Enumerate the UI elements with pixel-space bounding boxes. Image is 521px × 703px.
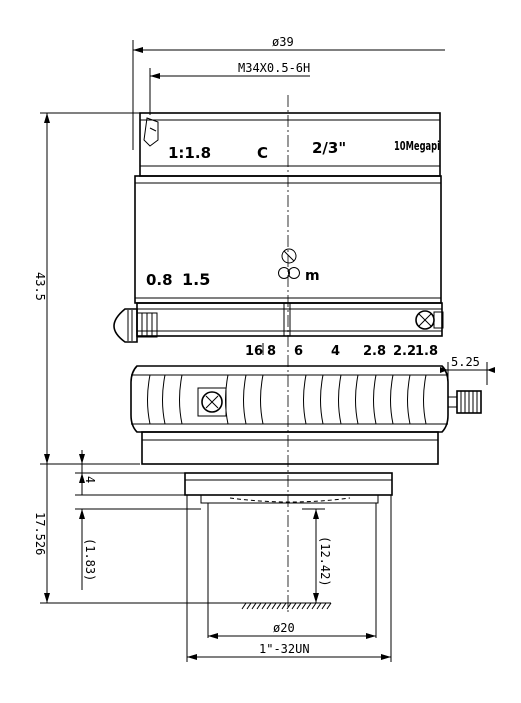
outer-diameter-label: ø39 <box>272 35 294 49</box>
infinity-symbol <box>278 248 300 279</box>
rear-protrusion-label: (1.83) <box>83 538 97 581</box>
dimension-rear-protrusion: (1.83) <box>75 494 201 590</box>
focus-unit-marking: m <box>305 268 320 284</box>
right-screw-icon <box>415 310 444 330</box>
flange-focal-label: 17.526 <box>33 512 47 555</box>
aperture-marking: 1:1.8 <box>168 144 211 162</box>
dimension-c-mount-thread: 1"-32UN <box>187 642 391 660</box>
left-thumbscrew-icon <box>113 308 158 343</box>
dimension-mount-thread: M34X0.5-6H <box>149 61 310 115</box>
side-thumbscrew-icon <box>447 390 482 414</box>
mount-marking: C <box>257 144 268 162</box>
ring-screw-icon <box>197 387 227 417</box>
dimension-flange-step: 4 <box>40 450 185 495</box>
c-mount-thread-label: 1"-32UN <box>259 642 310 656</box>
image-plane-hatch <box>241 602 332 610</box>
f-stop-2-2: 2.2 <box>393 344 416 359</box>
f-stop-6: 6 <box>294 344 303 359</box>
image-distance-label: (12.42) <box>318 536 332 587</box>
f-stop-1-8: 1.8 <box>415 344 438 359</box>
sensor-format-marking: 2/3" <box>312 139 346 157</box>
f-stop-16: 16 <box>245 344 263 359</box>
screw-protrusion-label: 5.25 <box>451 355 480 369</box>
c-mount-flange <box>184 472 393 504</box>
dimension-screw-protrusion: 5.25 <box>440 355 495 385</box>
rear-tube <box>186 495 392 662</box>
total-length-label: 43.5 <box>33 272 47 301</box>
focus-near-marking: 0.8 <box>146 271 173 289</box>
f-stop-8: 8 <box>267 344 276 359</box>
dimension-flange-focal: 17.526 <box>33 464 244 604</box>
rear-body <box>141 431 439 465</box>
aperture-ring <box>136 302 443 337</box>
flange-step-label: 4 <box>83 476 97 483</box>
knurled-ring <box>130 365 449 433</box>
dimension-outer-diameter: ø39 <box>132 35 445 150</box>
dimension-rear-diameter: ø20 <box>208 621 376 639</box>
f-stop-2-8: 2.8 <box>363 344 386 359</box>
focus-mid-marking: 1.5 <box>182 270 210 289</box>
f-stop-scale: 16 8 6 4 2.8 2.2 1.8 <box>245 343 438 359</box>
rear-diameter-label: ø20 <box>273 621 295 635</box>
dimension-total-length: 43.5 <box>33 112 140 464</box>
resolution-marking: 10Megapi <box>394 139 440 153</box>
f-stop-4: 4 <box>331 344 340 359</box>
mount-thread-label: M34X0.5-6H <box>238 61 310 75</box>
dimension-image-distance: (12.42) <box>302 508 332 603</box>
